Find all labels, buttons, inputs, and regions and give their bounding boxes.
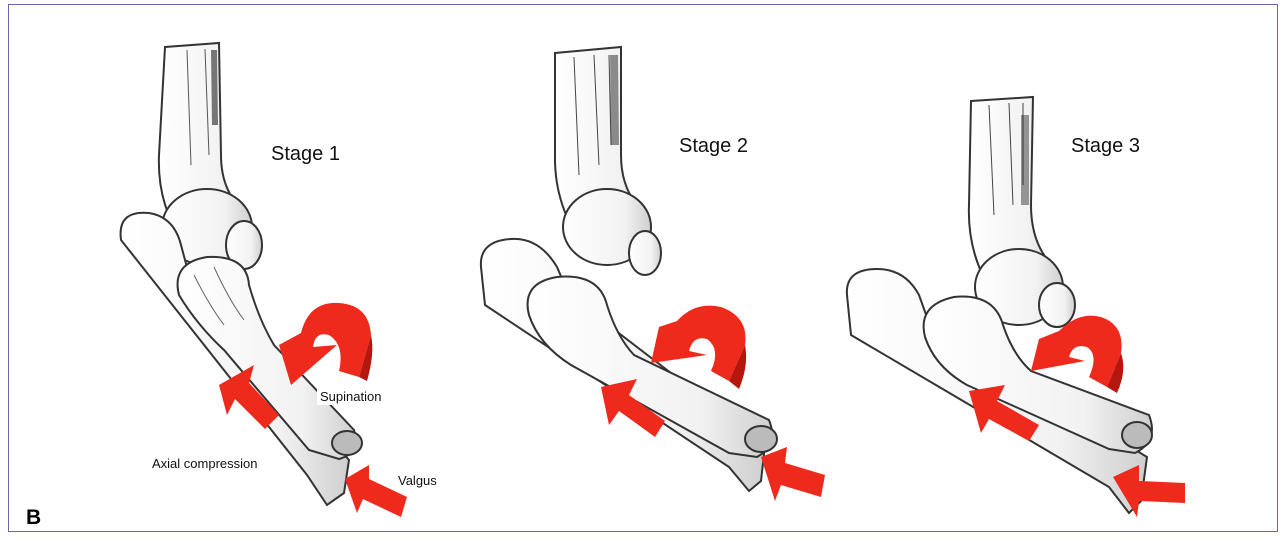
figure-frame: Stage 1 Stage 2 Stage 3 Supination Axial… — [8, 4, 1278, 532]
stage-1-label: Stage 1 — [255, 135, 401, 173]
supination-arrow — [279, 303, 371, 385]
valgus-label: Valgus — [395, 472, 440, 489]
radius — [178, 257, 356, 459]
valgus-arrow — [1113, 465, 1185, 517]
elbow-injury-illustration — [9, 5, 1277, 531]
elbow-stage-2 — [481, 47, 777, 491]
valgus-arrow — [761, 447, 825, 501]
stage-2-label: Stage 2 — [647, 127, 825, 165]
stage-3-label: Stage 3 — [1043, 127, 1201, 165]
supination-label: Supination — [317, 388, 384, 405]
elbow-stage-1 — [121, 43, 362, 505]
panel-letter: B — [26, 506, 41, 530]
axial-compression-label: Axial compression — [149, 455, 261, 472]
